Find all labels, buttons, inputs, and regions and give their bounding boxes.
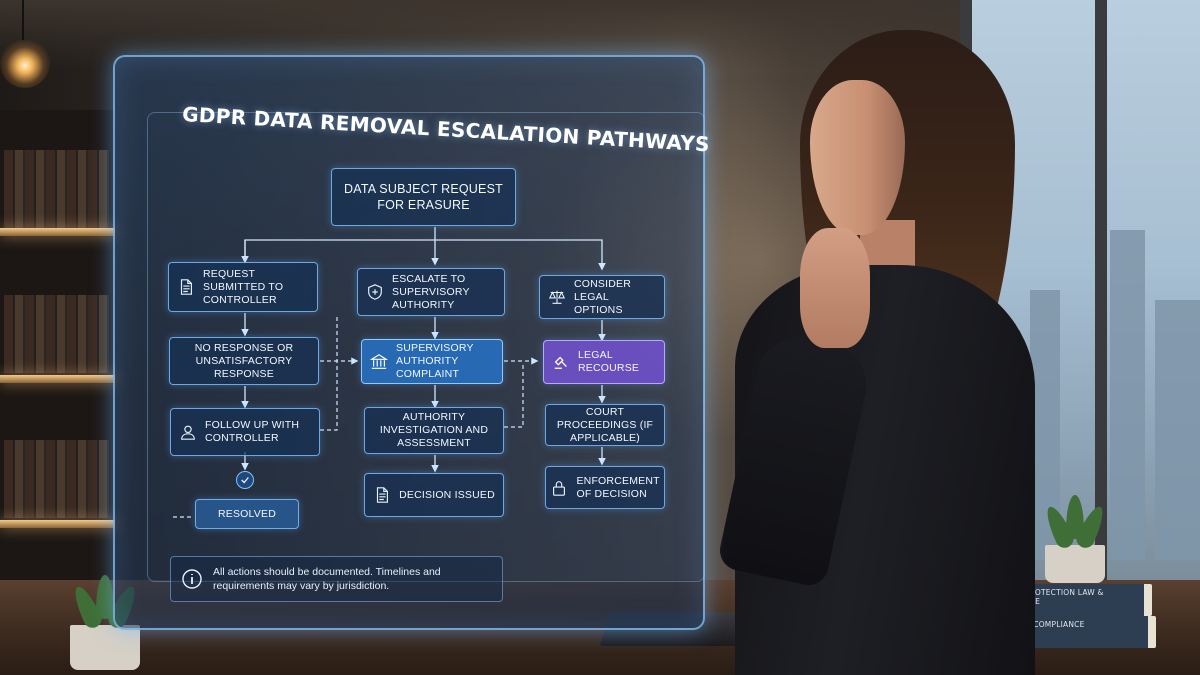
person-icon [179, 423, 197, 441]
shield-icon [366, 283, 384, 301]
shelf-books [4, 440, 109, 518]
note-text: All actions should be documented. Timeli… [213, 566, 441, 592]
bank-building-icon [370, 353, 388, 371]
node-request-submitted: REQUEST SUBMITTED TO CONTROLLER [168, 262, 318, 312]
node-label: DATA SUBJECT REQUEST FOR ERASURE [344, 182, 503, 212]
node-label: FOLLOW UP WITH CONTROLLER [205, 419, 300, 444]
node-escalate: ESCALATE TO SUPERVISORY AUTHORITY [357, 268, 505, 316]
node-enforcement: ENFORCEMENT OF DECISION [545, 466, 665, 509]
shelf-books [4, 150, 109, 228]
document-icon [373, 486, 391, 504]
documentation-note: All actions should be documented. Timeli… [170, 556, 503, 602]
node-court-proceedings: COURT PROCEEDINGS (IF APPLICABLE) [545, 404, 665, 446]
node-label: SUPERVISORY AUTHORITY COMPLAINT [396, 342, 474, 380]
node-label: RESOLVED [217, 507, 276, 520]
node-authority-complaint: SUPERVISORY AUTHORITY COMPLAINT [361, 339, 503, 384]
check-circle-icon [236, 471, 254, 489]
node-label: LEGAL RECOURSE [578, 349, 640, 374]
node-label: AUTHORITY INVESTIGATION AND ASSESSMENT [379, 411, 489, 449]
lock-icon [550, 479, 568, 497]
scales-icon [548, 288, 566, 306]
plant-pot [1045, 545, 1105, 583]
node-label: DECISION ISSUED [399, 488, 495, 501]
pendant-lamp-cord [22, 0, 24, 40]
pendant-lamp [0, 38, 50, 88]
node-no-response: NO RESPONSE OR UNSATISFACTORY RESPONSE [169, 337, 319, 385]
plant-leaf [96, 575, 114, 619]
info-icon [181, 568, 203, 590]
person-hand [800, 228, 870, 348]
node-label: NO RESPONSE OR UNSATISFACTORY RESPONSE [194, 341, 294, 380]
shelf-light [0, 375, 115, 383]
node-resolved: RESOLVED [195, 499, 299, 529]
node-label: ESCALATE TO SUPERVISORY AUTHORITY [392, 272, 470, 311]
node-label: CONSIDER LEGAL OPTIONS [574, 277, 632, 316]
node-erasure-request: DATA SUBJECT REQUEST FOR ERASURE [331, 168, 516, 226]
node-follow-up: FOLLOW UP WITH CONTROLLER [170, 408, 320, 456]
shelf-light [0, 520, 115, 528]
bookshelf [0, 110, 115, 580]
shelf-light [0, 228, 115, 236]
shelf-books [4, 295, 109, 373]
person-face [810, 80, 905, 235]
gavel-icon [552, 353, 570, 371]
plant-pot [70, 625, 140, 670]
node-consider-legal: CONSIDER LEGAL OPTIONS [539, 275, 665, 319]
node-investigation: AUTHORITY INVESTIGATION AND ASSESSMENT [364, 407, 504, 454]
node-label: REQUEST SUBMITTED TO CONTROLLER [203, 267, 284, 306]
node-decision-issued: DECISION ISSUED [364, 473, 504, 517]
node-label: COURT PROCEEDINGS (IF APPLICABLE) [556, 405, 654, 444]
document-icon [177, 278, 195, 296]
hologram-panel: GDPR DATA REMOVAL ESCALATION PATHWAYS [113, 55, 710, 630]
node-label: ENFORCEMENT OF DECISION [576, 474, 660, 500]
node-legal-recourse: LEGAL RECOURSE [543, 340, 665, 384]
